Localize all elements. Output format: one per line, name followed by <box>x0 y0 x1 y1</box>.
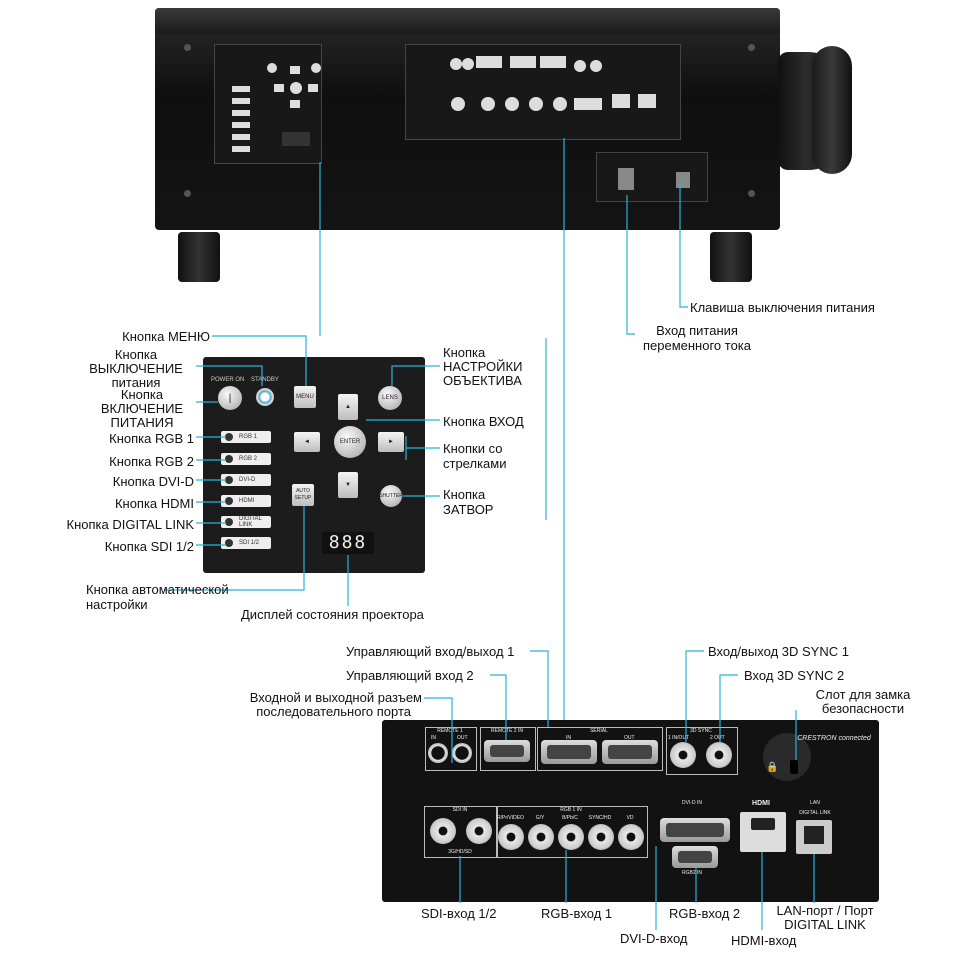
label-power-on-2: ВКЛЮЧЕНИЕ <box>86 401 198 416</box>
label-lock-1: Слот для замка <box>808 687 918 702</box>
label-auto-2: настройки <box>86 597 148 612</box>
label-shutter-1: Кнопка <box>443 487 485 502</box>
label-status-display: Дисплей состояния проектора <box>241 607 424 622</box>
label-rgb2-in: RGB-вход 2 <box>669 906 740 921</box>
label-power-off-switch: Клавиша выключения питания <box>690 300 875 315</box>
label-sync1: Вход/выход 3D SYNC 1 <box>708 644 849 659</box>
label-power-on-1: Кнопка <box>86 387 198 402</box>
label-standby-2: ВЫКЛЮЧЕНИЕ <box>80 361 192 376</box>
label-lan-2: DIGITAL LINK <box>770 917 880 932</box>
label-sdi-button: Кнопка SDI 1/2 <box>30 539 194 554</box>
label-ac-in-2: переменного тока <box>638 338 756 353</box>
label-rgb2-button: Кнопка RGB 2 <box>30 454 194 469</box>
label-lens-1: Кнопка <box>443 345 485 360</box>
label-lens-3: ОБЪЕКТИВА <box>443 373 522 388</box>
label-input: Кнопка ВХОД <box>443 414 524 429</box>
label-standby-1: Кнопка <box>80 347 192 362</box>
label-serial-1: Входной и выходной разъем <box>230 690 422 705</box>
label-lan-1: LAN-порт / Порт <box>770 903 880 918</box>
label-power-on-3: ПИТАНИЯ <box>86 415 198 430</box>
label-hdmi-button: Кнопка HDMI <box>30 496 194 511</box>
label-sync2: Вход 3D SYNC 2 <box>744 668 844 683</box>
label-lens-2: НАСТРОЙКИ <box>443 359 522 374</box>
label-dvid-in: DVI-D-вход <box>620 931 688 946</box>
label-dvid-button: Кнопка DVI-D <box>30 474 194 489</box>
label-lock-2: безопасности <box>808 701 918 716</box>
label-auto-1: Кнопка автоматической <box>86 582 229 597</box>
label-ac-in-1: Вход питания <box>638 323 756 338</box>
label-serial-2: последовательного порта <box>230 704 411 719</box>
label-ctrl-in2: Управляющий вход 2 <box>346 668 474 683</box>
label-sdi-in: SDI-вход 1/2 <box>421 906 496 921</box>
label-arrows-1: Кнопки со <box>443 441 502 456</box>
label-menu: Кнопка МЕНЮ <box>60 329 210 344</box>
label-ctrl-io1: Управляющий вход/выход 1 <box>346 644 514 659</box>
label-arrows-2: стрелками <box>443 456 506 471</box>
label-rgb1-in: RGB-вход 1 <box>541 906 612 921</box>
label-hdmi-in: HDMI-вход <box>731 933 796 948</box>
label-shutter-2: ЗАТВОР <box>443 502 493 517</box>
label-rgb1-button: Кнопка RGB 1 <box>30 431 194 446</box>
label-digital-link-button: Кнопка DIGITAL LINK <box>30 517 194 532</box>
